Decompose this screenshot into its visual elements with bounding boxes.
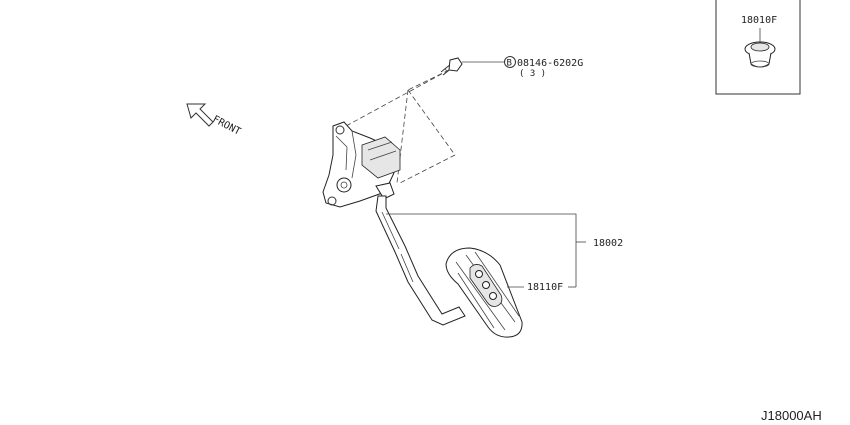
front-arrow-icon [186,103,214,127]
front-direction-arrow: FRONT [186,103,243,138]
bolt-icon [440,57,463,76]
assembly-part-number-label: 18002 [593,238,623,249]
inset-part-number-label: 18010F [741,15,777,26]
bolt-quantity-label: ( 3 ) [519,69,546,79]
pedal-pad [445,247,523,338]
mounting-dashed-lines [345,69,456,184]
bolt-circle-letter: B [507,59,512,69]
assembly-callout: 18002 18110F [386,213,623,293]
bolt-callout: B 08146-6202G ( 3 ) [440,56,583,79]
pad-slot [469,264,503,307]
bolt-circle-marker [504,56,516,68]
diagram-code: J18000AH [761,408,822,423]
inset-box: 18010F [715,0,801,95]
clip-part-icon [744,28,776,68]
accelerator-pedal-assembly [322,121,466,326]
pad-part-number-label: 18110F [527,282,563,293]
front-label: FRONT [211,114,243,138]
bolt-part-number-label: 08146-6202G [517,58,583,69]
